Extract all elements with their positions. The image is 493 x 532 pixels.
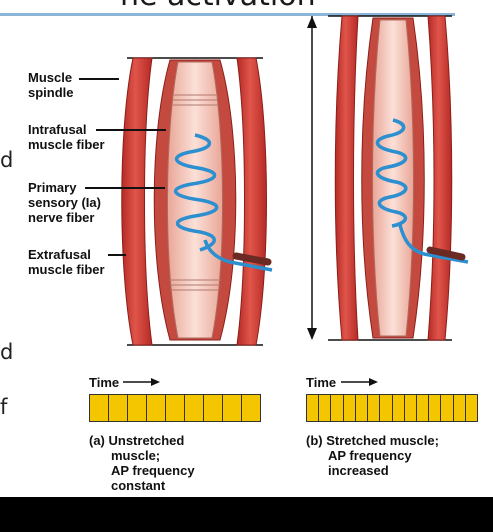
- extrafusal-fiber-right-b: [427, 15, 453, 341]
- caption-b: (b) Stretched muscle; AP frequency incre…: [306, 433, 439, 478]
- leader-extrafusal: [108, 254, 126, 256]
- stretch-arrow-down: [307, 328, 317, 340]
- ap-interval: [368, 395, 381, 421]
- leader-primary-sensory: [85, 187, 165, 189]
- primary-nerve-coil-b: [375, 118, 408, 228]
- unstretched-diagram: [121, 57, 273, 346]
- caption-a: (a) Unstretched muscle; AP frequency con…: [89, 433, 195, 493]
- ap-interval: [454, 395, 466, 421]
- intrafusal-fiber-b: [372, 19, 414, 337]
- ap-interval: [405, 395, 417, 421]
- ap-interval: [166, 395, 185, 421]
- ap-interval: [307, 395, 320, 421]
- extrafusal-fiber-left: [121, 57, 153, 346]
- primary-nerve-fiber-b: [398, 224, 469, 264]
- ap-interval: [466, 395, 477, 421]
- leader-muscle-spindle: [79, 78, 119, 80]
- ap-interval: [319, 395, 332, 421]
- ap-strip-a: [89, 394, 261, 422]
- ap-interval: [90, 395, 109, 421]
- ap-interval: [344, 395, 356, 421]
- title-rule: [0, 13, 455, 16]
- time-arrow-head-a: [151, 378, 160, 386]
- ap-interval: [441, 395, 454, 421]
- ap-interval: [204, 395, 223, 421]
- ap-interval: [429, 395, 442, 421]
- ap-interval: [242, 395, 260, 421]
- side-text-2: d: [0, 340, 14, 364]
- ap-interval: [185, 395, 204, 421]
- ap-strip-b: [306, 394, 478, 422]
- nerve-sheath: [232, 252, 272, 266]
- striations-top: [169, 94, 221, 291]
- stretched-diagram: [307, 15, 469, 341]
- extrafusal-fiber-left-b: [334, 15, 359, 341]
- slide-title: ne activation: [120, 0, 316, 13]
- ap-interval: [393, 395, 405, 421]
- leader-intrafusal: [96, 129, 166, 131]
- time-label-b: Time: [306, 375, 337, 390]
- time-arrow-head-b: [369, 378, 378, 386]
- extrafusal-fiber-right: [236, 57, 267, 346]
- primary-nerve-coil: [174, 133, 219, 252]
- ap-interval: [380, 395, 393, 421]
- ap-interval: [331, 395, 344, 421]
- ap-interval: [223, 395, 242, 421]
- bottom-bar: [0, 497, 493, 532]
- ap-interval: [109, 395, 128, 421]
- side-text-1: d: [0, 148, 14, 172]
- ap-interval: [417, 395, 430, 421]
- ap-interval: [147, 395, 166, 421]
- time-label-a: Time: [89, 375, 120, 390]
- stretch-arrow-up: [307, 16, 317, 28]
- nerve-sheath-b: [426, 246, 466, 261]
- ap-interval: [128, 395, 147, 421]
- primary-nerve-fiber: [203, 239, 273, 272]
- ap-interval: [356, 395, 369, 421]
- side-text-3: f: [0, 395, 8, 419]
